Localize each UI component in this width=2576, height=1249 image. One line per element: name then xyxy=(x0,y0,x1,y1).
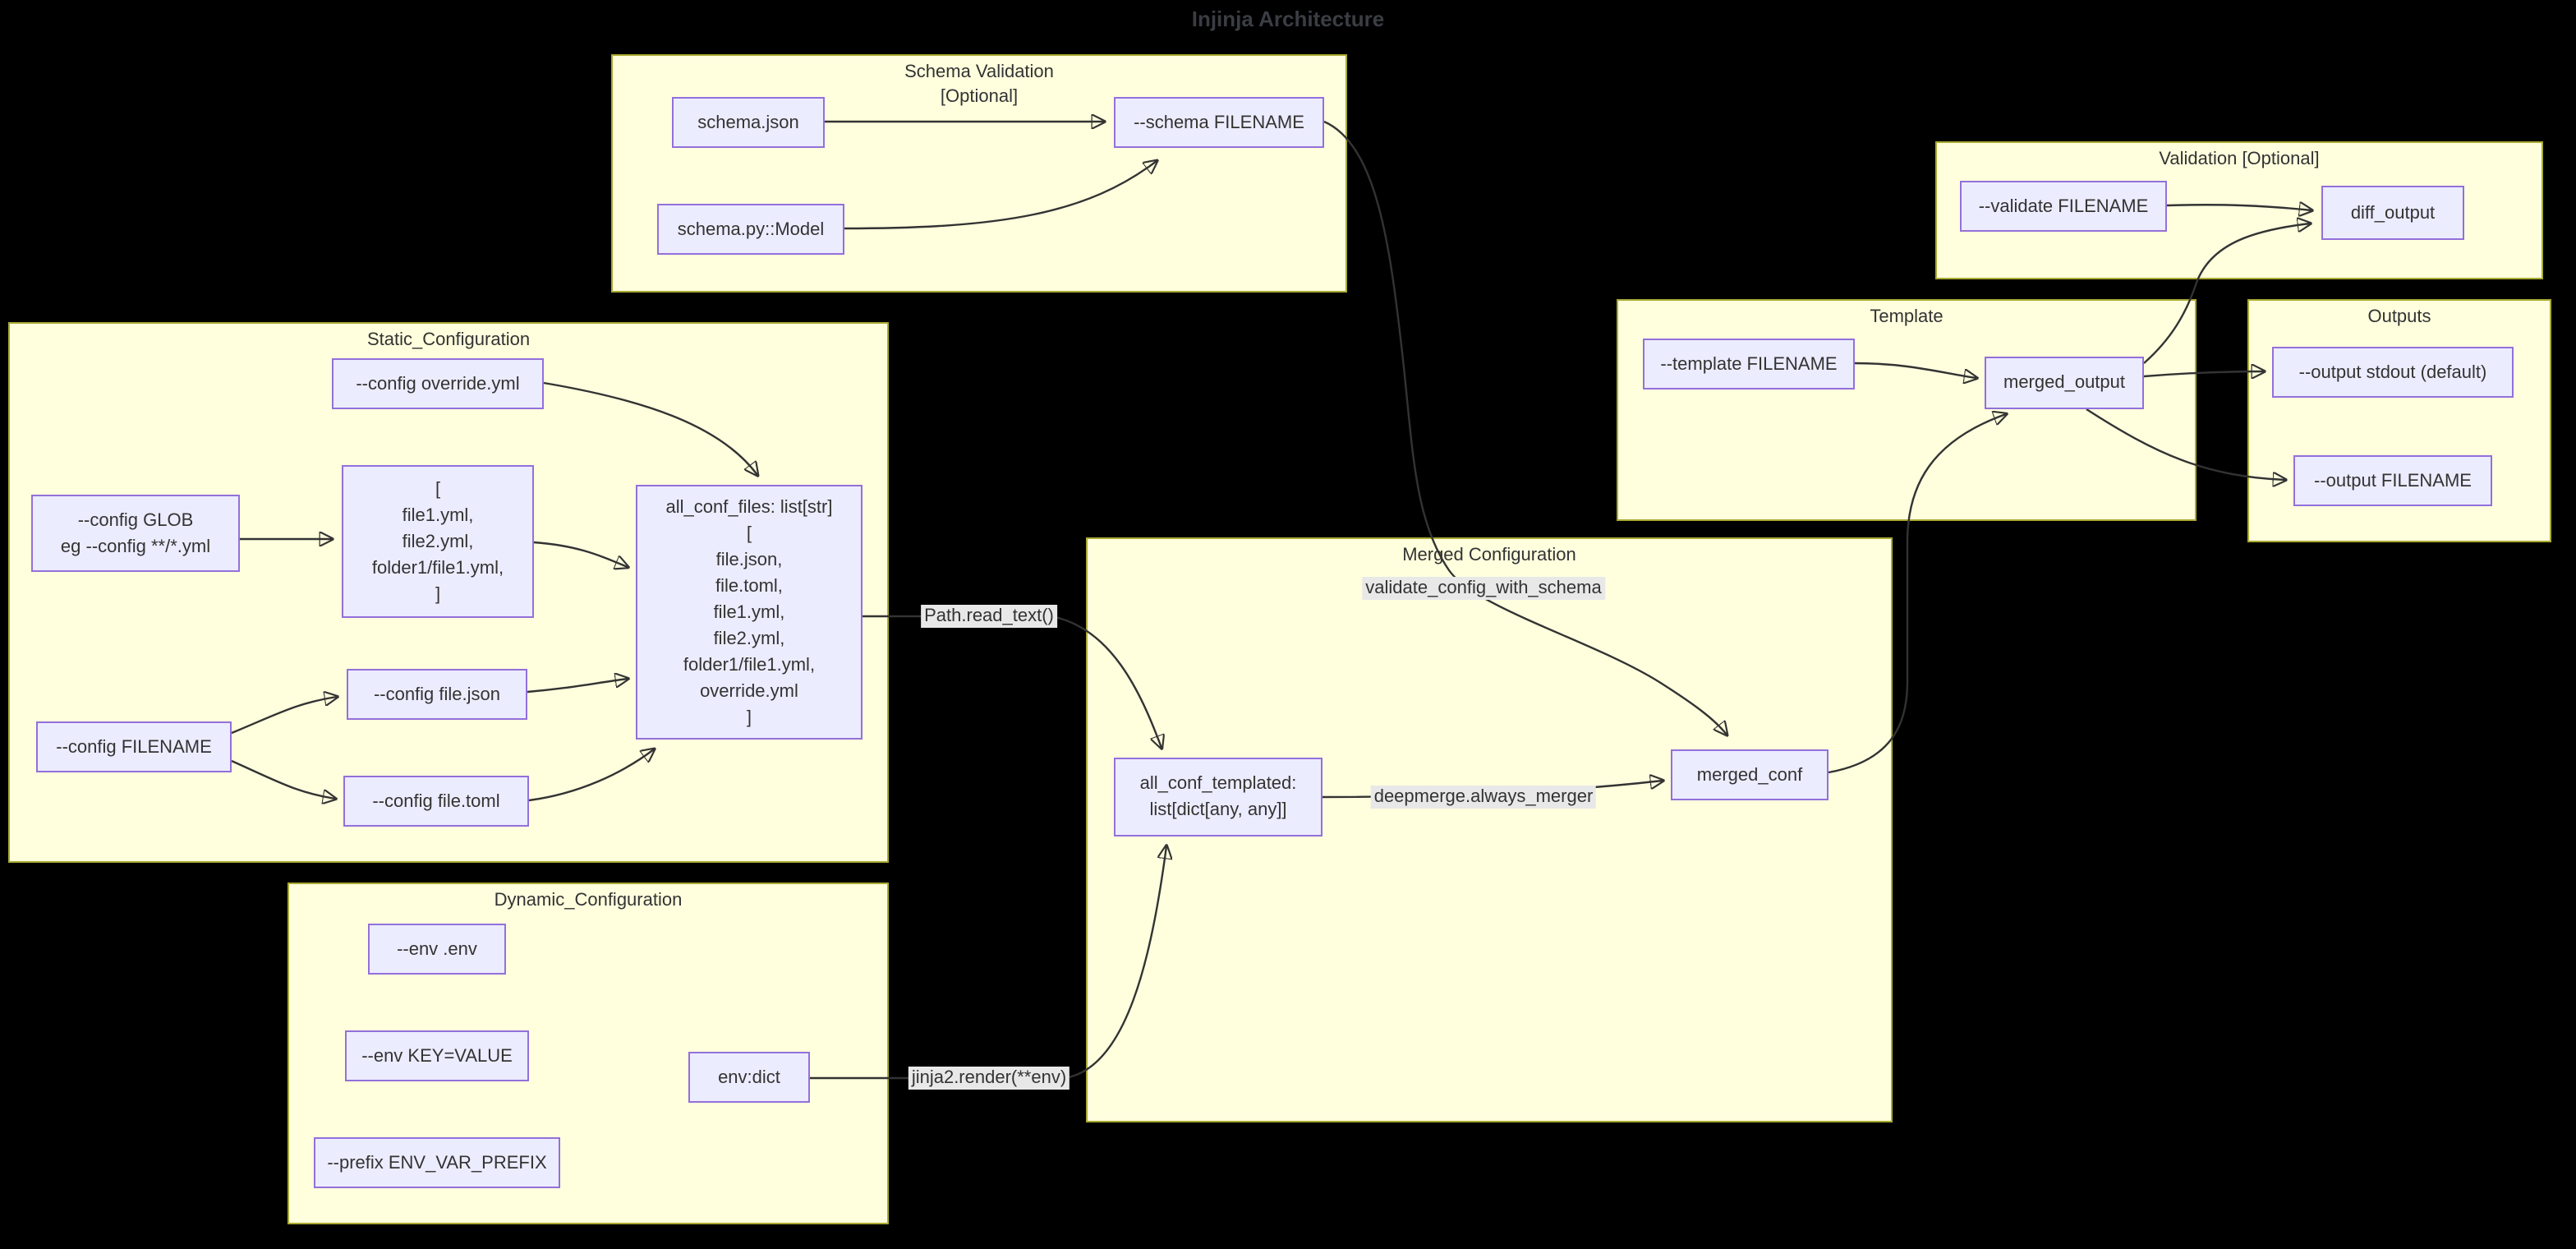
node-merged-conf-label: merged_conf xyxy=(1696,765,1803,785)
cluster-schema-validation-sublabel: [Optional] xyxy=(940,87,1019,107)
edge-file-json-to-all-conf-files xyxy=(527,679,628,694)
cluster-template: Template xyxy=(1617,299,2196,521)
node-all-conf-templated-label: all_conf_templated: list[dict[any, any]] xyxy=(1139,774,1297,820)
edge-config-filename-to-file-toml xyxy=(231,759,335,799)
cluster-merged-configuration-label: Merged Configuration xyxy=(1402,546,1576,565)
node-config-filename: --config FILENAME xyxy=(36,721,232,772)
edge-glob-list-to-all-conf-files xyxy=(533,541,628,567)
node-config-file-toml: --config file.toml xyxy=(343,776,529,827)
node-env-dict: env:dict xyxy=(688,1052,810,1103)
edge-all-conf-files-to-all-conf-templated xyxy=(862,615,1162,748)
node-template-flag: --template FILENAME xyxy=(1643,339,1855,389)
edge-template-flag-to-merged-output xyxy=(1854,362,1976,378)
node-output-filename-label: --output FILENAME xyxy=(2314,471,2472,491)
edge-label-path-read-text: Path.read_text() xyxy=(921,605,1057,628)
node-config-file-json-label: --config file.json xyxy=(373,684,501,704)
edge-validate-flag-to-diff-output xyxy=(2166,205,2312,210)
node-env-dict-label: env:dict xyxy=(718,1067,780,1087)
node-schema-json-label: schema.json xyxy=(697,113,799,132)
node-env-dotenv: --env .env xyxy=(368,924,506,975)
node-output-filename: --output FILENAME xyxy=(2293,455,2492,506)
edge-label-jinja2-render: jinja2.render(**env) xyxy=(908,1067,1070,1090)
node-output-stdout-label: --output stdout (default) xyxy=(2298,362,2487,382)
node-all-conf-files: all_conf_files: list[str] [ file.json, f… xyxy=(636,485,862,740)
node-schema-py-model-label: schema.py::Model xyxy=(677,219,825,239)
edge-config-override-to-all-conf-files xyxy=(543,381,757,475)
node-diff-output: diff_output xyxy=(2321,186,2464,240)
edge-merged-output-to-output-filename xyxy=(2086,408,2285,480)
node-config-glob-label: --config GLOB eg --config **/*.yml xyxy=(60,510,211,556)
node-env-keyvalue: --env KEY=VALUE xyxy=(345,1030,529,1081)
cluster-schema-validation-label: Schema Validation xyxy=(904,62,1054,82)
edge-merged-output-to-diff-output xyxy=(2143,224,2310,364)
node-output-stdout: --output stdout (default) xyxy=(2272,347,2514,398)
cluster-dynamic-configuration-label: Dynamic_Configuration xyxy=(494,891,683,910)
node-schema-flag: --schema FILENAME xyxy=(1114,97,1324,148)
node-diff-output-label: diff_output xyxy=(2350,203,2436,223)
edge-merged-output-to-output-stdout xyxy=(2143,371,2264,376)
node-schema-py-model: schema.py::Model xyxy=(657,204,844,255)
node-env-keyvalue-label: --env KEY=VALUE xyxy=(361,1046,513,1066)
cluster-template-label: Template xyxy=(1870,307,1944,327)
node-validate-flag: --validate FILENAME xyxy=(1960,181,2167,232)
node-all-conf-files-label: all_conf_files: list[str] [ file.json, f… xyxy=(665,497,833,727)
edge-label-deepmerge: deepmerge.always_merger xyxy=(1370,786,1597,809)
node-validate-flag-label: --validate FILENAME xyxy=(1978,196,2149,216)
node-config-file-toml-label: --config file.toml xyxy=(372,791,500,811)
node-env-prefix-label: --prefix ENV_VAR_PREFIX xyxy=(327,1153,547,1173)
node-config-filename-label: --config FILENAME xyxy=(56,737,212,757)
node-config-override: --config override.yml xyxy=(332,358,544,409)
edge-schema-py-to-schema-flag xyxy=(844,161,1157,230)
node-config-glob: --config GLOB eg --config **/*.yml xyxy=(31,495,240,572)
diagram-title: Injinja Architecture xyxy=(1191,7,1385,31)
node-merged-conf: merged_conf xyxy=(1671,749,1828,800)
node-config-file-json: --config file.json xyxy=(347,669,527,720)
edge-file-toml-to-all-conf-files xyxy=(528,749,654,802)
edge-config-filename-to-file-json xyxy=(231,697,337,735)
cluster-validation-label: Validation [Optional] xyxy=(2159,150,2320,169)
node-env-dotenv-label: --env .env xyxy=(397,939,477,959)
cluster-outputs-label: Outputs xyxy=(2367,307,2431,327)
node-schema-json: schema.json xyxy=(672,97,825,148)
node-merged-output-label: merged_output xyxy=(2003,373,2125,393)
node-all-conf-templated: all_conf_templated: list[dict[any, any]] xyxy=(1114,758,1322,837)
edge-label-validate-config-with-schema: validate_config_with_schema xyxy=(1362,577,1605,600)
edge-env-dict-to-all-conf-templated xyxy=(810,846,1166,1080)
node-env-prefix: --prefix ENV_VAR_PREFIX xyxy=(314,1137,560,1188)
edge-schema-flag-to-merged-conf xyxy=(1323,120,1727,735)
node-merged-output: merged_output xyxy=(1985,357,2144,409)
node-glob-file-list: [ file1.yml, file2.yml, folder1/file1.ym… xyxy=(342,465,534,618)
edge-merged-conf-to-merged-output xyxy=(1828,414,2006,774)
node-config-override-label: --config override.yml xyxy=(356,374,520,394)
node-schema-flag-label: --schema FILENAME xyxy=(1134,113,1304,132)
node-template-flag-label: --template FILENAME xyxy=(1660,354,1838,374)
node-glob-file-list-label: [ file1.yml, file2.yml, folder1/file1.ym… xyxy=(371,479,504,604)
cluster-static-configuration-label: Static_Configuration xyxy=(366,330,531,350)
